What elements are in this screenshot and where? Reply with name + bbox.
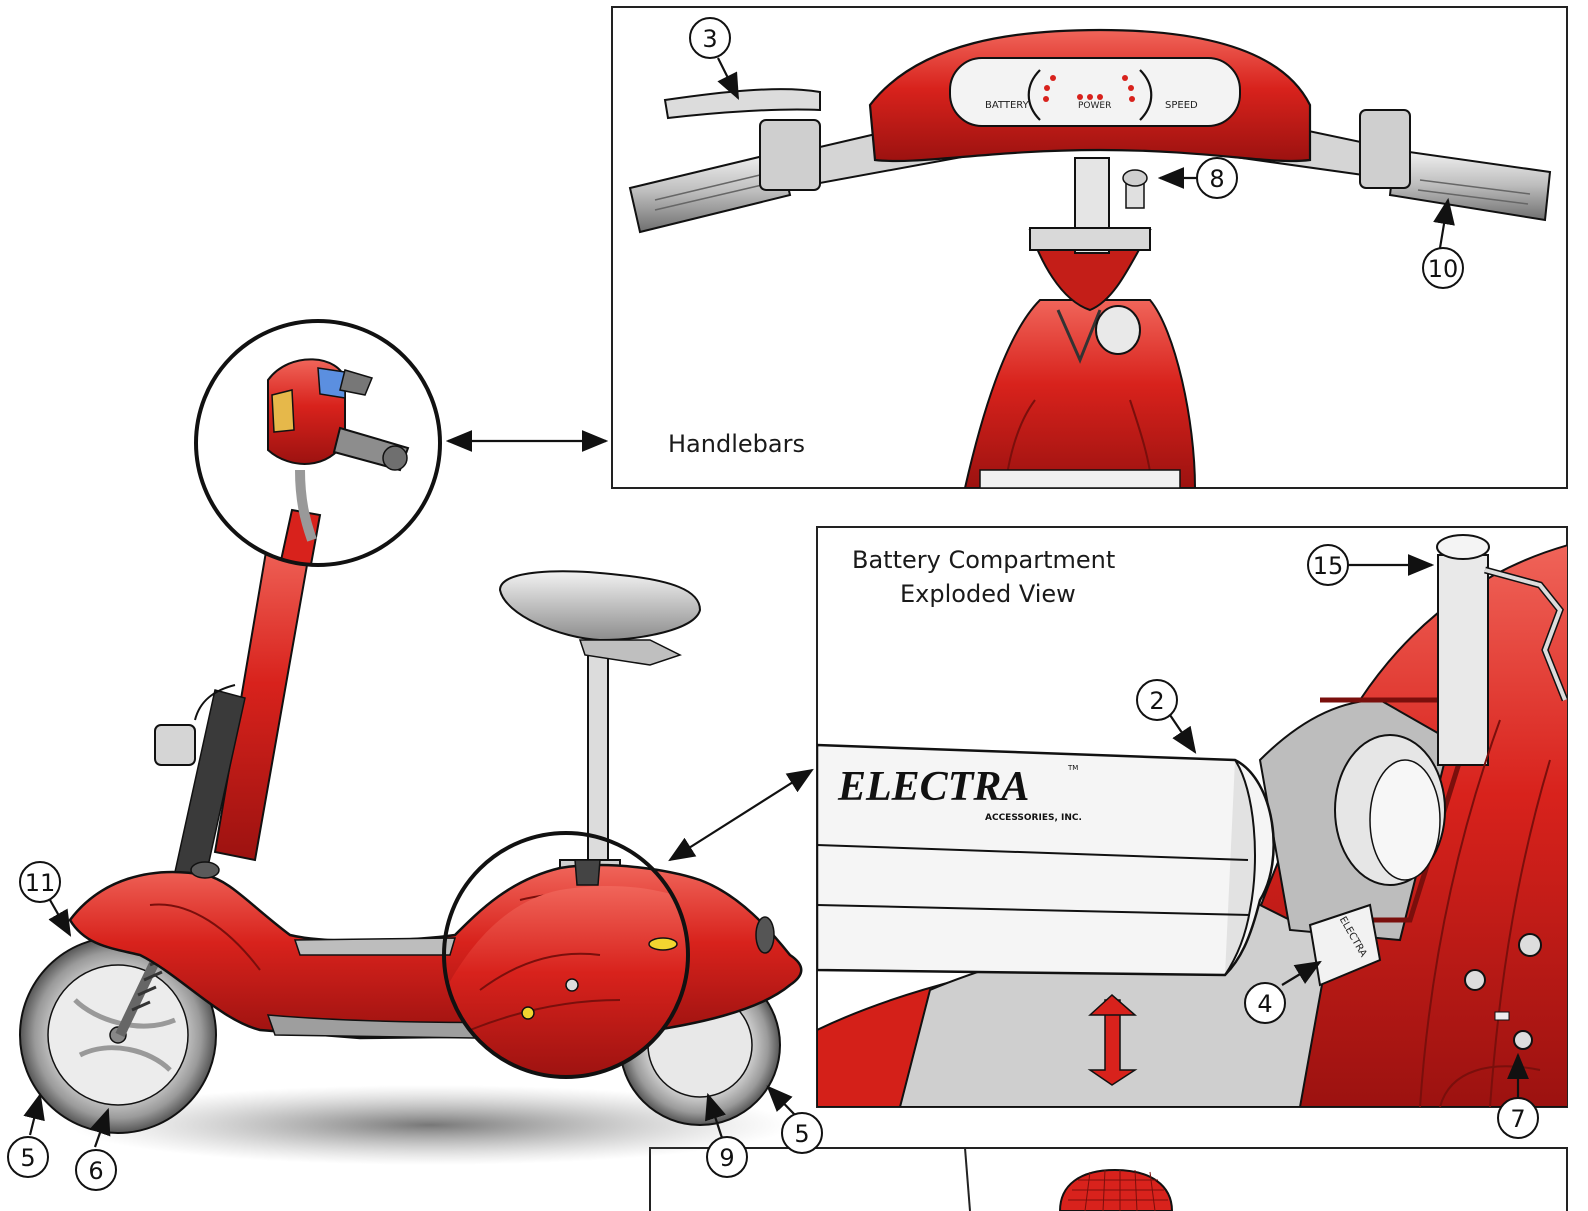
- callout-5-front: 5: [8, 1137, 48, 1177]
- battery-caption-line2: Exploded View: [900, 580, 1076, 608]
- svg-text:5: 5: [20, 1144, 35, 1172]
- svg-text:5: 5: [794, 1120, 809, 1148]
- svg-text:4: 4: [1257, 990, 1272, 1018]
- callout-4: 4: [1245, 983, 1285, 1023]
- callout-5-rear: 5: [782, 1113, 822, 1153]
- dash-speed-label: SPEED: [1165, 100, 1198, 111]
- callout-9: 9: [707, 1137, 747, 1177]
- callout-15: 15: [1308, 545, 1348, 585]
- callout-11: 11: [20, 862, 60, 902]
- svg-text:9: 9: [719, 1144, 734, 1172]
- callout-7: 7: [1498, 1098, 1538, 1138]
- dash-battery-label: BATTERY: [985, 100, 1030, 111]
- callout-2: 2: [1137, 680, 1177, 720]
- battery-brand-tm: TM: [1067, 764, 1078, 772]
- battery-caption-line1: Battery Compartment: [852, 546, 1115, 574]
- scooter-illustration: [20, 430, 801, 1165]
- callout-6: 6: [76, 1150, 116, 1190]
- callout-3: 3: [690, 18, 730, 58]
- dash-power-label: POWER: [1078, 101, 1111, 111]
- battery-link-arrow: [670, 770, 812, 860]
- callout-10: 10: [1423, 248, 1463, 288]
- svg-text:2: 2: [1149, 687, 1164, 715]
- callout-8: 8: [1197, 158, 1237, 198]
- svg-text:8: 8: [1209, 165, 1224, 193]
- handlebars-caption: Handlebars: [668, 430, 805, 458]
- svg-text:6: 6: [88, 1157, 103, 1185]
- battery-brand: ELECTRA: [837, 764, 1029, 810]
- svg-text:15: 15: [1313, 552, 1344, 580]
- battery-compartment-panel: ELECTRA ELECTRA TM ACCESSORIES, INC. Bat…: [817, 527, 1588, 1107]
- bottom-detail-panel: [650, 1148, 1567, 1211]
- battery-brand-sub: ACCESSORIES, INC.: [985, 813, 1082, 823]
- svg-text:3: 3: [702, 25, 717, 53]
- handlebar-zoom-circle: [196, 321, 440, 570]
- battery-pack: ELECTRA TM ACCESSORIES, INC.: [817, 745, 1274, 975]
- handlebars-panel: BATTERY POWER SPEED Handlebars: [612, 7, 1567, 488]
- svg-text:11: 11: [25, 869, 56, 897]
- svg-text:10: 10: [1428, 255, 1459, 283]
- svg-text:7: 7: [1510, 1105, 1525, 1133]
